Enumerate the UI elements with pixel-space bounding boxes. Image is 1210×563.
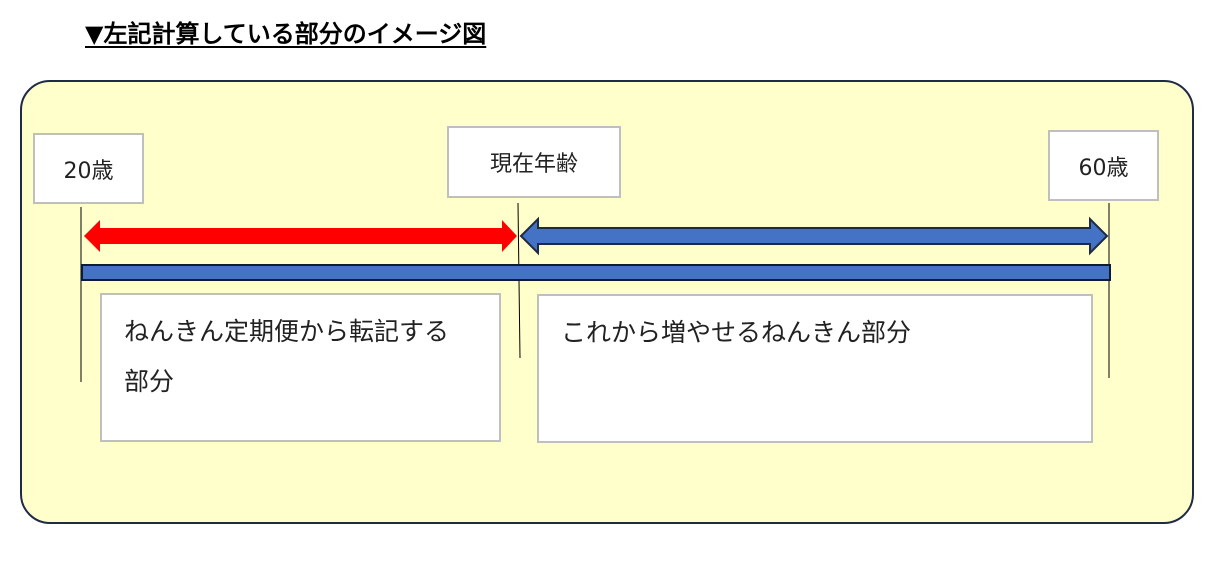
- diagram-title: ▼左記計算している部分のイメージ図: [85, 20, 487, 48]
- future-segment-box: これから増やせるねんきん部分: [537, 294, 1093, 443]
- past-arrow: [84, 220, 517, 252]
- future-arrow: [519, 216, 1109, 256]
- past-segment-box: ねんきん定期便から転記する部分: [100, 293, 501, 442]
- label-current-age: 現在年齢: [447, 126, 621, 198]
- timeline-bar: [81, 264, 1111, 281]
- label-start-age: 20歳: [33, 133, 144, 204]
- label-end-age: 60歳: [1048, 130, 1159, 201]
